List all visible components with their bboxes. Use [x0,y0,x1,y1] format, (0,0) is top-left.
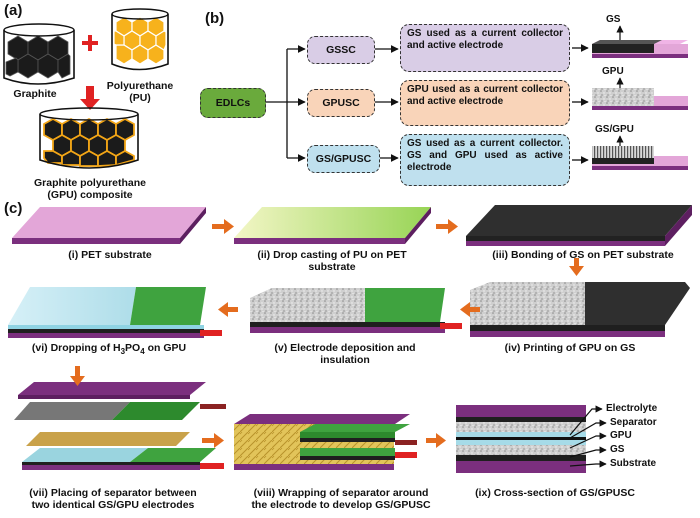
caption-step-v-line2: insulation [320,354,370,366]
arrow-down-icon [70,366,85,386]
step-ix-image [456,405,586,473]
caption-step-vii-line1: (vii) Placing of separator between [29,487,197,499]
tag-gs: GS [606,14,621,25]
panel-label-a: (a) [4,2,23,19]
cross-section-leaders [569,405,607,468]
xs-label-substrate: Substrate [610,458,657,469]
desc-gs-gpusc: GS used as a current collector. GS and G… [400,134,570,186]
thumb-gssc [592,25,688,58]
desc-gssc: GS used as a current collector and activ… [400,24,570,72]
xs-label-electrolyte: Electrolyte [606,403,658,414]
arrow-right-icon [212,219,234,234]
caption-step-v-line1: (v) Electrode deposition and [274,342,416,354]
gpu-composite-beaker [39,107,139,169]
caption-step-iv: (iv) Printing of GPU on GS [504,342,636,354]
arrow-right-icon [202,433,224,448]
gpu-label-line1: Graphite polyurethane [33,177,147,189]
down-arrow-icon [80,86,100,110]
caption-step-vi: (vi) Dropping of H3PO4 on GPU [31,342,187,357]
caption-step-vii-line2: two identical GS/GPU electrodes [31,499,195,511]
tag-gs-gpu: GS/GPU [595,124,634,135]
thumb-gs-gpusc [592,135,688,170]
arrow-down-icon [569,258,584,276]
step-iii-image [466,205,692,246]
gpu-label-line2: (GPU) composite [47,189,133,201]
pu-label-line1: Polyurethane [106,80,174,92]
step-ii-image [234,207,431,244]
branch-gpusc-box: GPUSC [307,89,375,117]
panel-label-c: (c) [4,200,23,217]
panel-label-b: (b) [205,10,225,27]
caption-step-iii: (iii) Bonding of GS on PET substrate [492,249,674,261]
caption-step-viii-line1: (viii) Wrapping of separator around [253,487,429,499]
caption-step-ii-line2: substrate [308,261,356,273]
tree-connectors [265,44,589,164]
step-vi-image [8,287,222,338]
arrow-left-icon [218,302,238,317]
caption-step-viii-line2: the electrode to develop GS/GPUSC [251,499,431,511]
pu-label-line2: (PU) [129,92,151,104]
xs-label-gpu: GPU [610,430,632,441]
branch-gs-gpusc-box: GS/GPUSC [307,145,380,173]
process-arrows [70,219,584,448]
step-vii-image [14,382,226,470]
graphite-label: Graphite [13,88,57,100]
arrow-left-icon [460,302,480,317]
step-i-image [12,207,206,244]
branch-gssc-box: GSSC [307,36,375,64]
thumb-gpusc [592,77,688,110]
arrow-right-icon [426,433,446,448]
plus-icon [82,35,98,51]
arrow-right-icon [436,219,458,234]
caption-step-ix: (ix) Cross-section of GS/GPUSC [475,487,635,499]
step-viii-image [234,414,417,470]
step-v-image [250,288,462,333]
xs-label-gs: GS [610,444,625,455]
step-iv-image [470,282,690,337]
xs-label-separator: Separator [610,417,657,428]
graphite-beaker [3,23,75,85]
caption-step-i: (i) PET substrate [68,249,152,261]
tag-gpu: GPU [602,66,624,77]
caption-step-ii-line1: (ii) Drop casting of PU on PET [257,249,407,261]
pu-beaker [111,8,169,71]
edlcs-root-box: EDLCs [200,88,266,118]
desc-gpusc: GPU used as a current collector and acti… [400,80,570,126]
